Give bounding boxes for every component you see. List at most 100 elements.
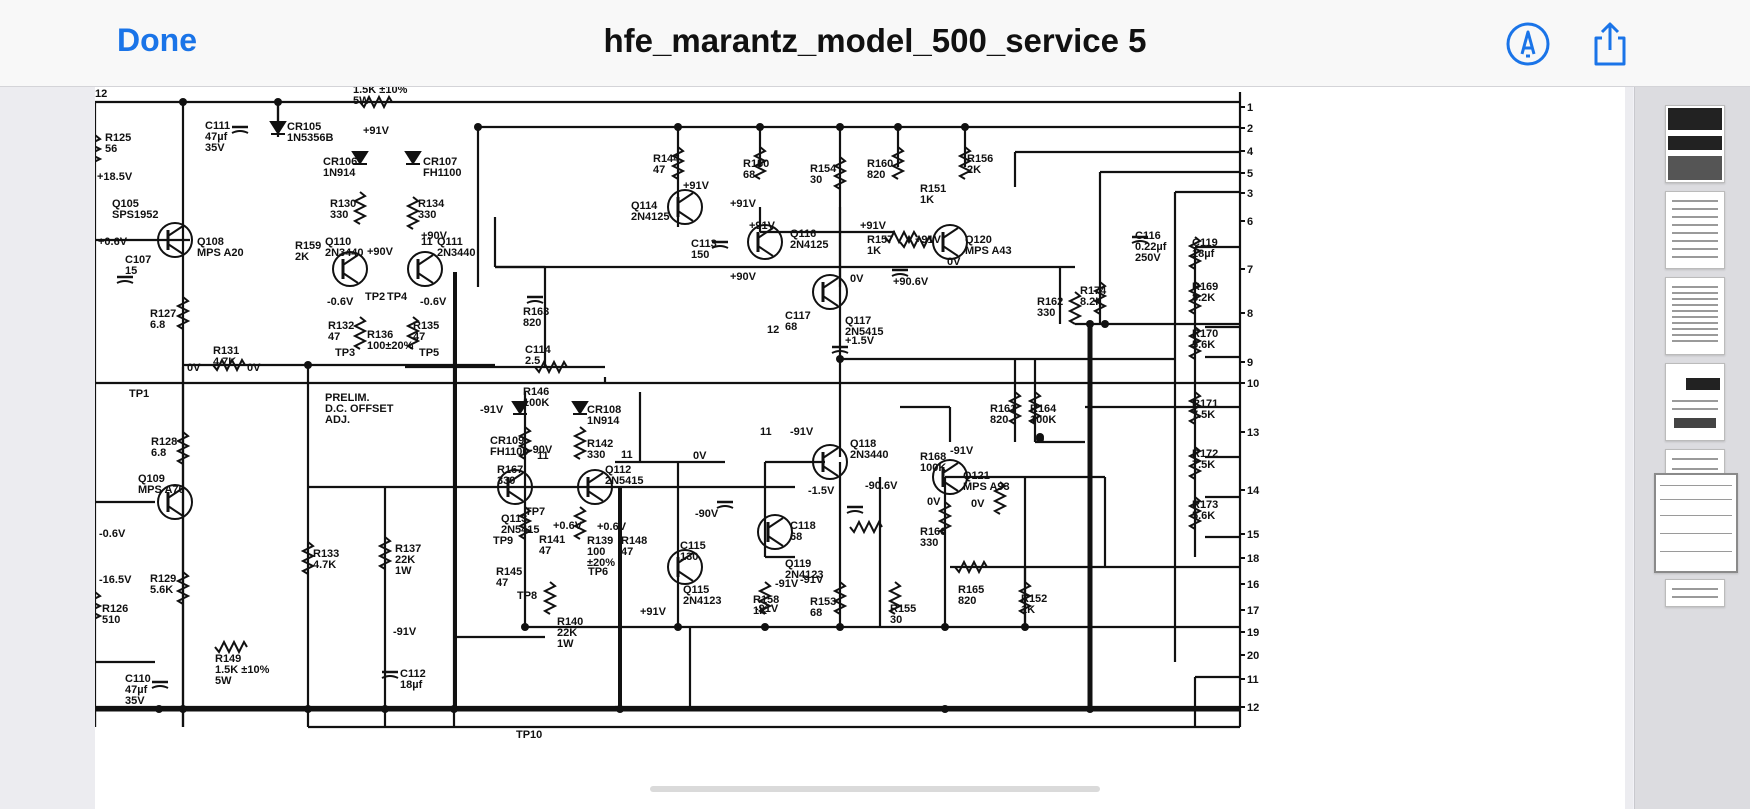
component-label: +91V xyxy=(730,198,757,210)
connector-number: 5 xyxy=(1247,168,1253,180)
component-label: 0V xyxy=(947,256,961,268)
component-label: TP7 xyxy=(525,506,545,518)
component-label: +0.6V xyxy=(597,521,627,533)
component-label: +90V xyxy=(421,230,448,242)
component-label: TP2 xyxy=(365,291,385,303)
component-label: -91V xyxy=(775,578,799,590)
thumbnail-page-3[interactable] xyxy=(1665,277,1725,355)
component-label: +91V xyxy=(363,125,390,137)
thumbnail-page-2[interactable] xyxy=(1665,191,1725,269)
connector-number: 20 xyxy=(1247,650,1259,662)
connector-number: 3 xyxy=(1247,188,1253,200)
component-label: -0.6V xyxy=(99,528,126,540)
component-label: 11 xyxy=(760,426,772,438)
component-label: +90V xyxy=(730,271,757,283)
component-label: +0.6V xyxy=(553,520,583,532)
connector-number: 12 xyxy=(1247,702,1259,714)
connector-number: 8 xyxy=(1247,308,1253,320)
component-label: TP6 xyxy=(588,566,608,578)
thumbnail-page-6-active[interactable] xyxy=(1654,473,1738,573)
connector-number: 10 xyxy=(1247,378,1259,390)
top-toolbar: Done hfe_marantz_model_500_service 5 xyxy=(0,0,1750,87)
thumbnail-page-1[interactable] xyxy=(1665,105,1725,183)
component-label: 0V xyxy=(927,496,941,508)
component-label: 11 xyxy=(537,450,549,462)
connector-number: 2 xyxy=(1247,123,1253,135)
connector-number: 14 xyxy=(1247,485,1260,497)
component-label: TP4 xyxy=(387,291,408,303)
scroll-indicator[interactable] xyxy=(650,786,1100,792)
component-label: +0.6V xyxy=(98,236,128,248)
connector-number: 1 xyxy=(1247,102,1253,114)
component-label: +91V xyxy=(749,220,776,232)
thumbnail-page-4[interactable] xyxy=(1665,363,1725,441)
component-label: 1.5K ±10%5W xyxy=(353,87,408,107)
share-icon[interactable] xyxy=(1584,18,1636,70)
markup-pen-icon[interactable] xyxy=(1502,18,1554,70)
connector-number: 11 xyxy=(1247,674,1259,686)
connector-number: 4 xyxy=(1247,146,1254,158)
page-thumbnail-sidebar[interactable] xyxy=(1634,87,1750,809)
connector-number: 7 xyxy=(1247,264,1253,276)
component-label: 0V xyxy=(850,273,864,285)
component-label: +90V xyxy=(367,246,394,258)
component-label: -0.6V xyxy=(327,296,354,308)
component-label: -91V xyxy=(800,574,824,586)
thumbnail-page-7[interactable] xyxy=(1665,579,1725,607)
component-label: -91V xyxy=(790,426,814,438)
done-button[interactable]: Done xyxy=(117,22,197,58)
connector-number: 18 xyxy=(1247,553,1259,565)
component-label: TP9 xyxy=(493,535,513,547)
connector-number: 17 xyxy=(1247,605,1259,617)
component-label: -91V xyxy=(950,445,974,457)
